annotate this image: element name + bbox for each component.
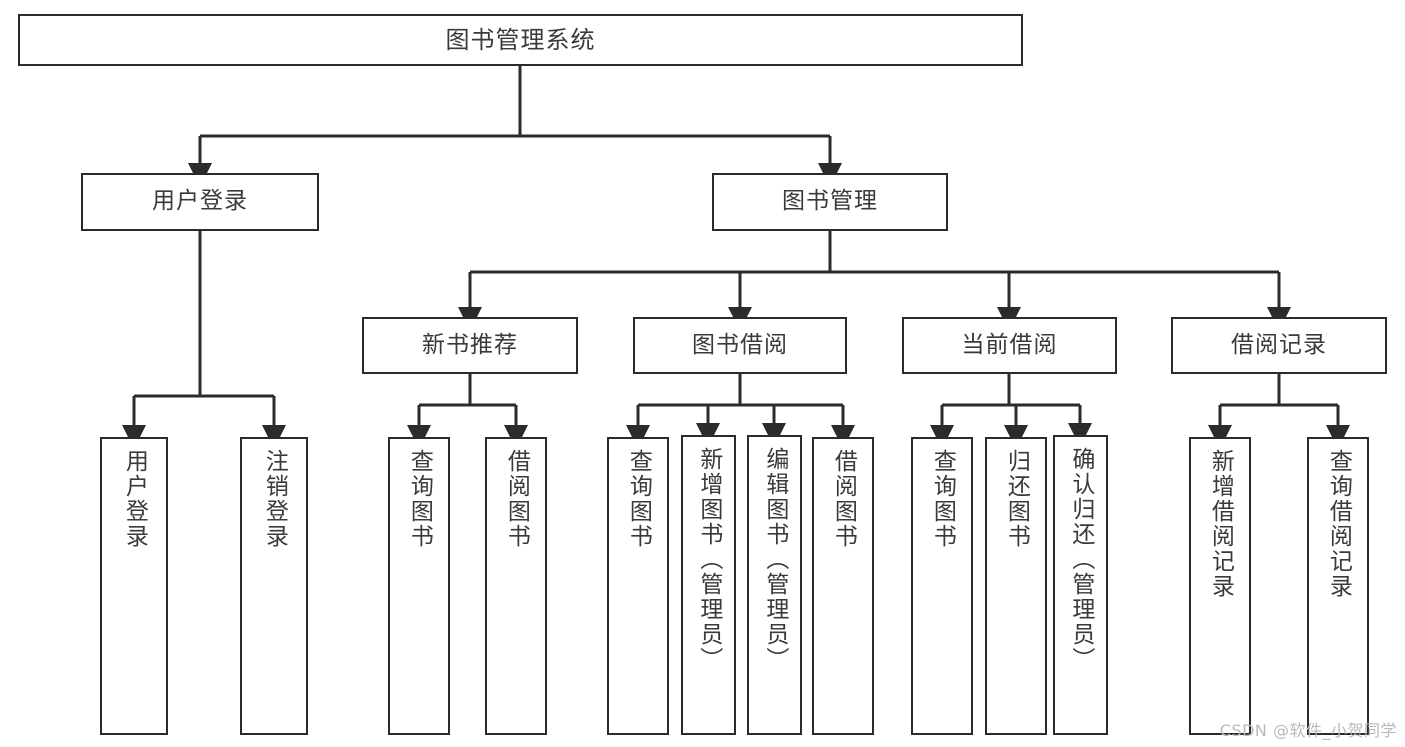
node-leaf-user-logout-label: 注销登录 — [261, 449, 288, 549]
node-leaf-query-book-1[interactable]: 查询图书 — [388, 437, 450, 735]
node-leaf-query-book-1-label: 查询图书 — [406, 449, 433, 549]
node-leaf-return-book[interactable]: 归还图书 — [985, 437, 1047, 735]
node-leaf-add-book[interactable]: 新增图书（管理员） — [681, 435, 736, 735]
node-leaf-borrow-book-1-label: 借阅图书 — [503, 449, 530, 549]
node-new-book-recommend-label: 新书推荐 — [422, 331, 518, 358]
node-user-login-label: 用户登录 — [152, 188, 248, 215]
node-leaf-user-logout[interactable]: 注销登录 — [240, 437, 308, 735]
node-book-borrow[interactable]: 图书借阅 — [633, 317, 847, 374]
node-book-manage[interactable]: 图书管理 — [712, 173, 948, 231]
watermark: CSDN @软件_小贺同学 — [1219, 721, 1397, 740]
node-leaf-confirm-return[interactable]: 确认归还（管理员） — [1053, 435, 1108, 735]
node-leaf-edit-book[interactable]: 编辑图书（管理员） — [747, 435, 802, 735]
node-current-borrow[interactable]: 当前借阅 — [902, 317, 1117, 374]
node-leaf-query-record[interactable]: 查询借阅记录 — [1307, 437, 1369, 735]
node-leaf-borrow-book-2-label: 借阅图书 — [830, 449, 857, 549]
node-user-login[interactable]: 用户登录 — [81, 173, 319, 231]
node-leaf-borrow-book-1[interactable]: 借阅图书 — [485, 437, 547, 735]
node-book-manage-label: 图书管理 — [782, 188, 878, 215]
node-leaf-add-book-label: 新增图书（管理员） — [695, 447, 722, 672]
node-root-label: 图书管理系统 — [445, 25, 596, 54]
node-leaf-confirm-return-label: 确认归还（管理员） — [1067, 447, 1094, 672]
node-leaf-borrow-book-2[interactable]: 借阅图书 — [812, 437, 874, 735]
node-leaf-query-book-3-label: 查询图书 — [929, 449, 956, 549]
node-root[interactable]: 图书管理系统 — [18, 14, 1023, 66]
node-book-borrow-label: 图书借阅 — [692, 331, 788, 358]
node-leaf-add-record-label: 新增借阅记录 — [1207, 449, 1234, 599]
node-leaf-query-book-3[interactable]: 查询图书 — [911, 437, 973, 735]
node-leaf-edit-book-label: 编辑图书（管理员） — [761, 447, 788, 672]
node-borrow-record-label: 借阅记录 — [1231, 331, 1327, 358]
node-leaf-user-login-label: 用户登录 — [121, 449, 148, 549]
node-leaf-add-record[interactable]: 新增借阅记录 — [1189, 437, 1251, 735]
node-new-book-recommend[interactable]: 新书推荐 — [362, 317, 578, 374]
node-borrow-record[interactable]: 借阅记录 — [1171, 317, 1387, 374]
node-leaf-query-record-label: 查询借阅记录 — [1325, 449, 1352, 599]
node-leaf-user-login[interactable]: 用户登录 — [100, 437, 168, 735]
node-current-borrow-label: 当前借阅 — [961, 331, 1058, 358]
node-leaf-query-book-2-label: 查询图书 — [625, 449, 652, 549]
node-leaf-query-book-2[interactable]: 查询图书 — [607, 437, 669, 735]
node-leaf-return-book-label: 归还图书 — [1003, 449, 1030, 549]
